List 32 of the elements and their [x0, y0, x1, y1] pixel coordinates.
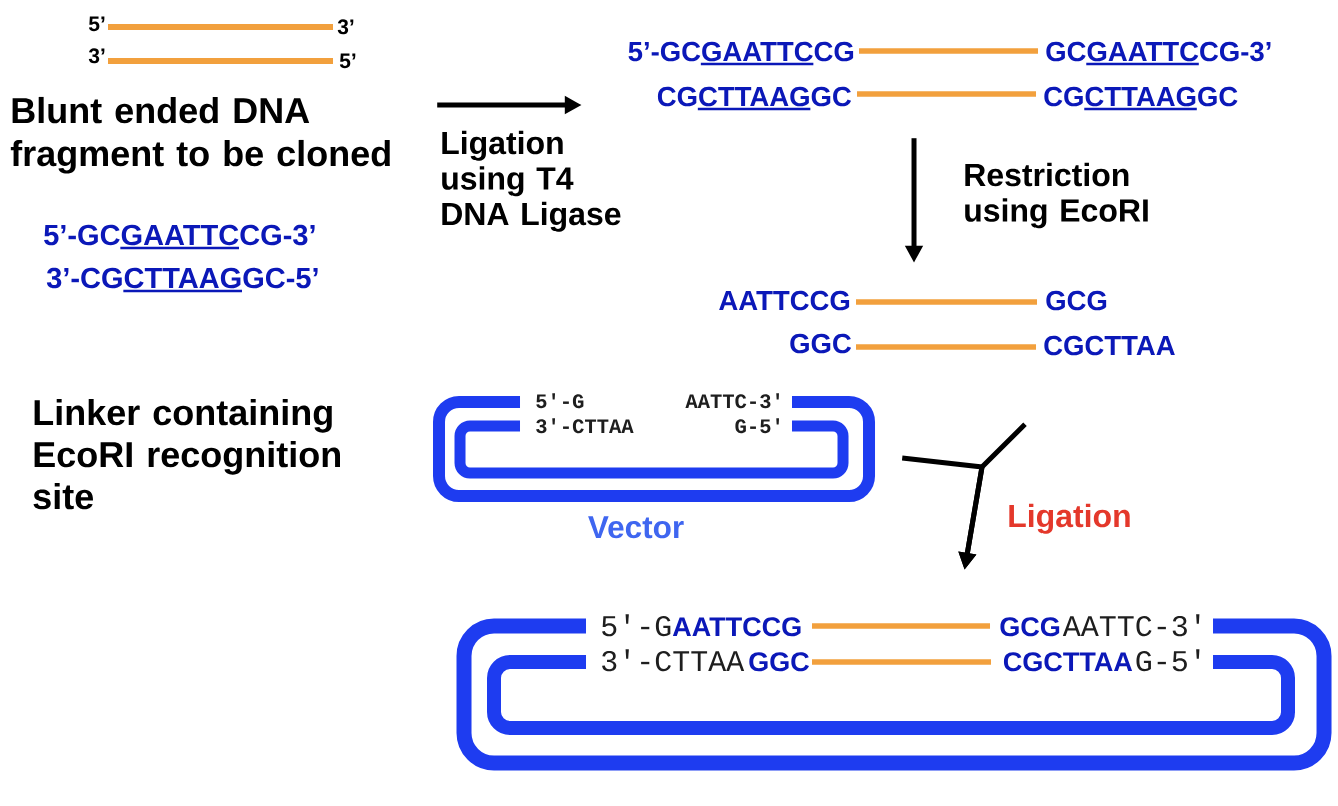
sequence-text: GCG — [1000, 617, 1060, 637]
strand-end-label: 3’ — [337, 19, 354, 35]
strand-end-label: 3’ — [88, 48, 105, 64]
sequence-text: GCG — [1046, 290, 1107, 311]
caption-text: Vector — [588, 516, 684, 539]
sequence-text: 3′-CTTAA — [602, 649, 745, 672]
sequence-text: G-5′ — [735, 418, 779, 434]
sequence-text: 5’-GCGAATTCCG — [628, 41, 854, 62]
sequence-text: 5’-GCGAATTCCG-3’ — [44, 224, 315, 246]
edge-label: Restriction using EcoRI — [963, 162, 1164, 229]
edge-label: Ligation using T4 DNA Ligase — [440, 130, 631, 232]
caption-text: Blunt ended DNA fragment to be cloned — [10, 96, 390, 174]
sequence-text: 3’-CGCTTAAGGC-5’ — [46, 267, 318, 289]
sequence-text: AATTCCG — [672, 617, 801, 637]
edge-label: Ligation — [1007, 503, 1132, 534]
sequence-text: G-5′ — [1136, 649, 1200, 672]
sequence-text: CGCTTAAGGC — [1044, 86, 1238, 107]
sequence-text: GGC — [790, 333, 852, 354]
sequence-text: CGCTTAA — [1044, 335, 1175, 356]
sequence-text: GGC — [749, 652, 809, 672]
sequence-text: 3′-CTTAA — [536, 418, 634, 434]
strand-end-label: 5’ — [88, 16, 105, 32]
sequence-text: AATTC-3′ — [1062, 614, 1200, 637]
sequence-text: 5′-G — [602, 614, 671, 637]
strand-end-label: 5’ — [339, 53, 356, 69]
sequence-text: 5′-G — [536, 393, 584, 409]
sequence-text: GCGAATTCCG-3’ — [1046, 41, 1271, 62]
sequence-text: AATTCCG — [719, 290, 850, 311]
sequence-text: CGCTTAAGGC — [657, 86, 852, 107]
sequence-text: AATTC-3′ — [685, 393, 779, 409]
sequence-text: CGCTTAA — [1003, 652, 1133, 672]
caption-text: Linker containing EcoRI recognition site — [33, 398, 340, 510]
